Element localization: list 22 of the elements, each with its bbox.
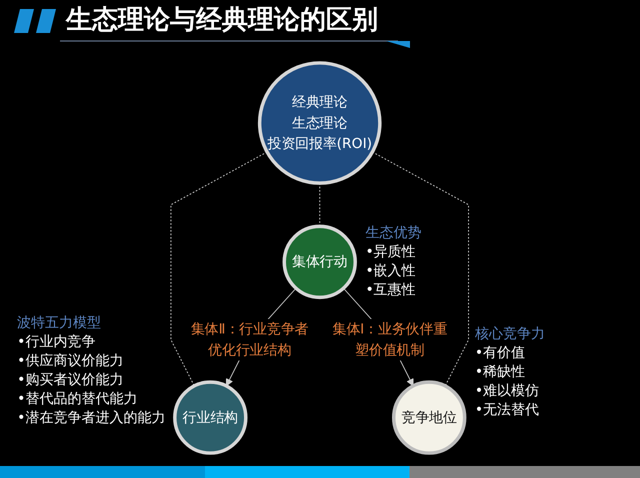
- slide-title: 生态理论与经典理论的区别: [66, 4, 378, 37]
- list-item: •异质性: [365, 242, 417, 262]
- node-circle: 竞争地位: [392, 380, 467, 455]
- list-item: •嵌入性: [365, 262, 417, 281]
- list-item: •无法替代: [474, 401, 540, 420]
- node-circle: 集体行动: [282, 224, 358, 300]
- edge-label: 集体Ⅱ：行业竞争者优化行业结构: [191, 320, 309, 358]
- list-heading: 生态优势: [365, 224, 422, 243]
- list-item: •潜在竞争者进入的能力: [17, 408, 166, 428]
- list-item: •供应商议价能力: [17, 352, 124, 371]
- list-item: •稀缺性: [474, 363, 526, 382]
- list-item: •互惠性: [365, 280, 417, 300]
- list-item: •有价值: [474, 344, 526, 364]
- list-heading: 波特五力模型: [17, 314, 102, 333]
- list-item: •行业内竞争: [17, 332, 96, 352]
- list-item: •替代品的替代能力: [17, 390, 138, 409]
- list-heading: 核心竞争力: [474, 325, 545, 344]
- node-circle: 行业结构: [173, 380, 248, 455]
- list-item: •难以模仿: [474, 382, 540, 402]
- list-item: •购买者议价能力: [17, 370, 124, 390]
- node-circle: 经典理论 生态理论 投资回报率(ROI): [258, 61, 382, 185]
- edge-label: 集体Ⅰ：业务伙伴重塑价值机制: [332, 320, 448, 358]
